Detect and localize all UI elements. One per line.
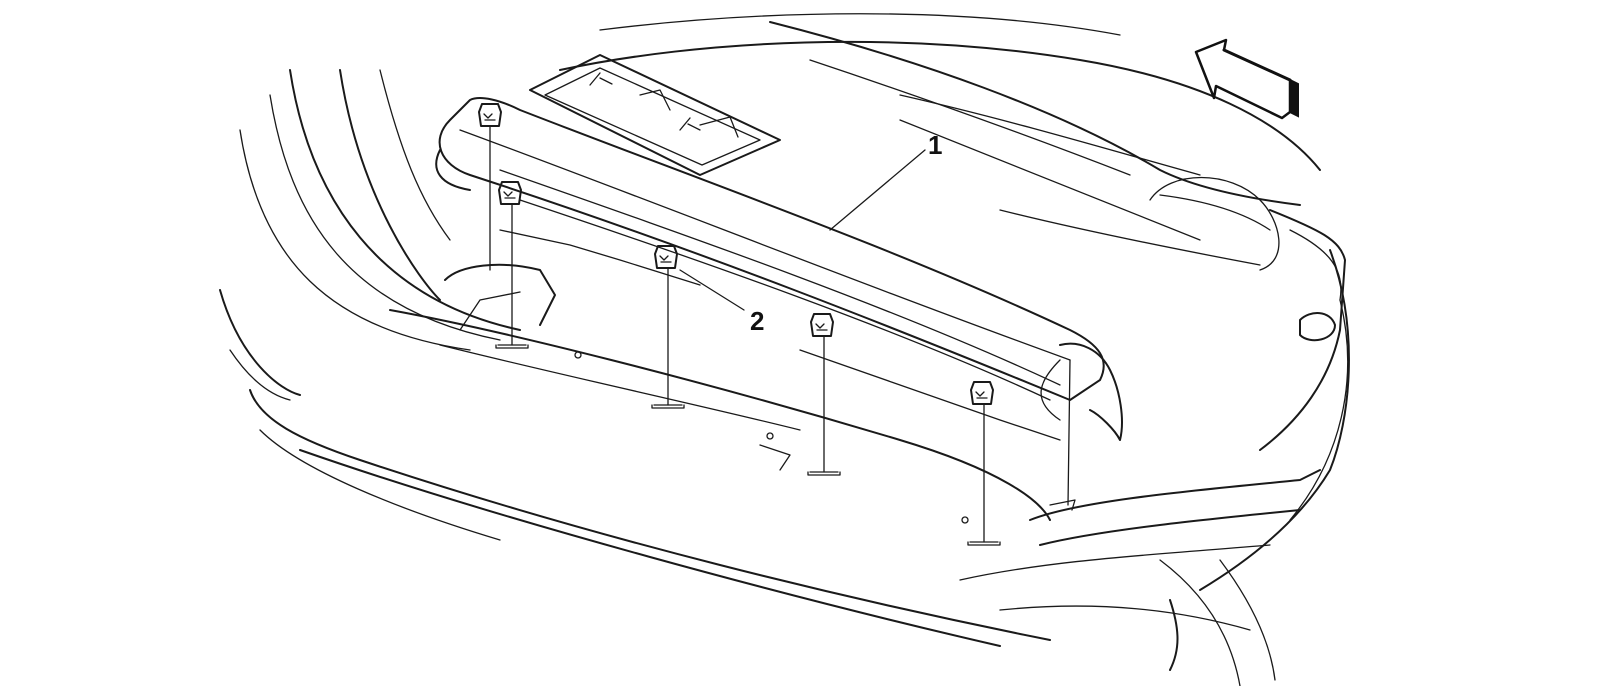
retainer-clip-icon — [967, 381, 1001, 546]
callout-1-label: 1 — [928, 130, 942, 160]
retainer-clip-icon — [807, 313, 841, 476]
retainer-clip-icon — [495, 181, 529, 349]
callout-leaders — [679, 149, 926, 311]
front-direction-arrow-icon — [1194, 38, 1299, 120]
trunk-rear-trim-panel — [435, 97, 1123, 441]
retainer-clip-icon — [651, 245, 685, 409]
retainer-clip-icon — [478, 103, 502, 271]
vehicle-body-outline — [219, 13, 1350, 686]
retainer-clips — [478, 103, 1076, 546]
callout-2-label: 2 — [750, 306, 764, 336]
